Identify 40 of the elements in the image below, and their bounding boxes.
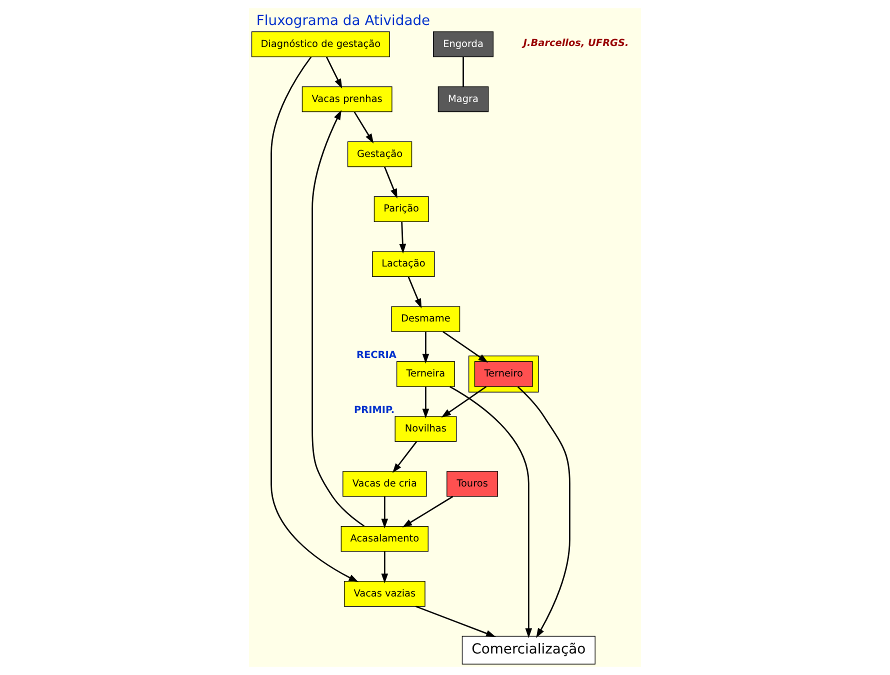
- arrow: [415, 606, 496, 637]
- connector: [462, 56, 464, 87]
- label: J.Barcellos, UFRGS.: [523, 38, 629, 50]
- arrow: [399, 222, 406, 254]
- node-box: Magra: [438, 86, 489, 112]
- node-label: PRIMIP.: [354, 405, 395, 416]
- node-box: Novilhas: [394, 416, 457, 442]
- arrow: [408, 276, 422, 308]
- arrow: [441, 386, 487, 418]
- node-box: Terneira: [396, 361, 455, 387]
- node-box: Touros: [446, 471, 498, 497]
- node-box: Gestação: [347, 141, 412, 168]
- node-box: Vacas de cria: [342, 471, 427, 497]
- arrow: [402, 496, 454, 528]
- node-box: Parição: [374, 196, 429, 222]
- node-box: Terneiro: [474, 361, 533, 387]
- node-box: Lactação: [372, 251, 435, 277]
- arrow: [326, 56, 342, 89]
- node-box: Acasalamento: [340, 526, 428, 552]
- arrow: [384, 166, 398, 199]
- diagram-title: Fluxograma da Atividade: [256, 12, 430, 29]
- node-box: Diagnóstico de gestação: [251, 31, 390, 58]
- arrow: [449, 386, 532, 638]
- arrow: [312, 110, 365, 527]
- arrow: [381, 551, 388, 584]
- arrow: [381, 496, 388, 528]
- node-box: Engorda: [433, 31, 494, 58]
- arrow: [422, 386, 430, 419]
- arrow: [422, 332, 430, 364]
- node-label: RECRIA: [356, 350, 396, 362]
- arrow: [270, 56, 358, 582]
- arrow: [392, 441, 418, 474]
- node-box: Vacas vazias: [344, 580, 426, 607]
- arrow: [442, 331, 488, 363]
- node-box: Vacas prenhas: [302, 86, 392, 112]
- arrow: [517, 386, 570, 638]
- cluster: [468, 356, 539, 392]
- arrow: [354, 111, 374, 144]
- node-box: Comercialização: [462, 636, 596, 664]
- node-box: Desmame: [391, 306, 460, 332]
